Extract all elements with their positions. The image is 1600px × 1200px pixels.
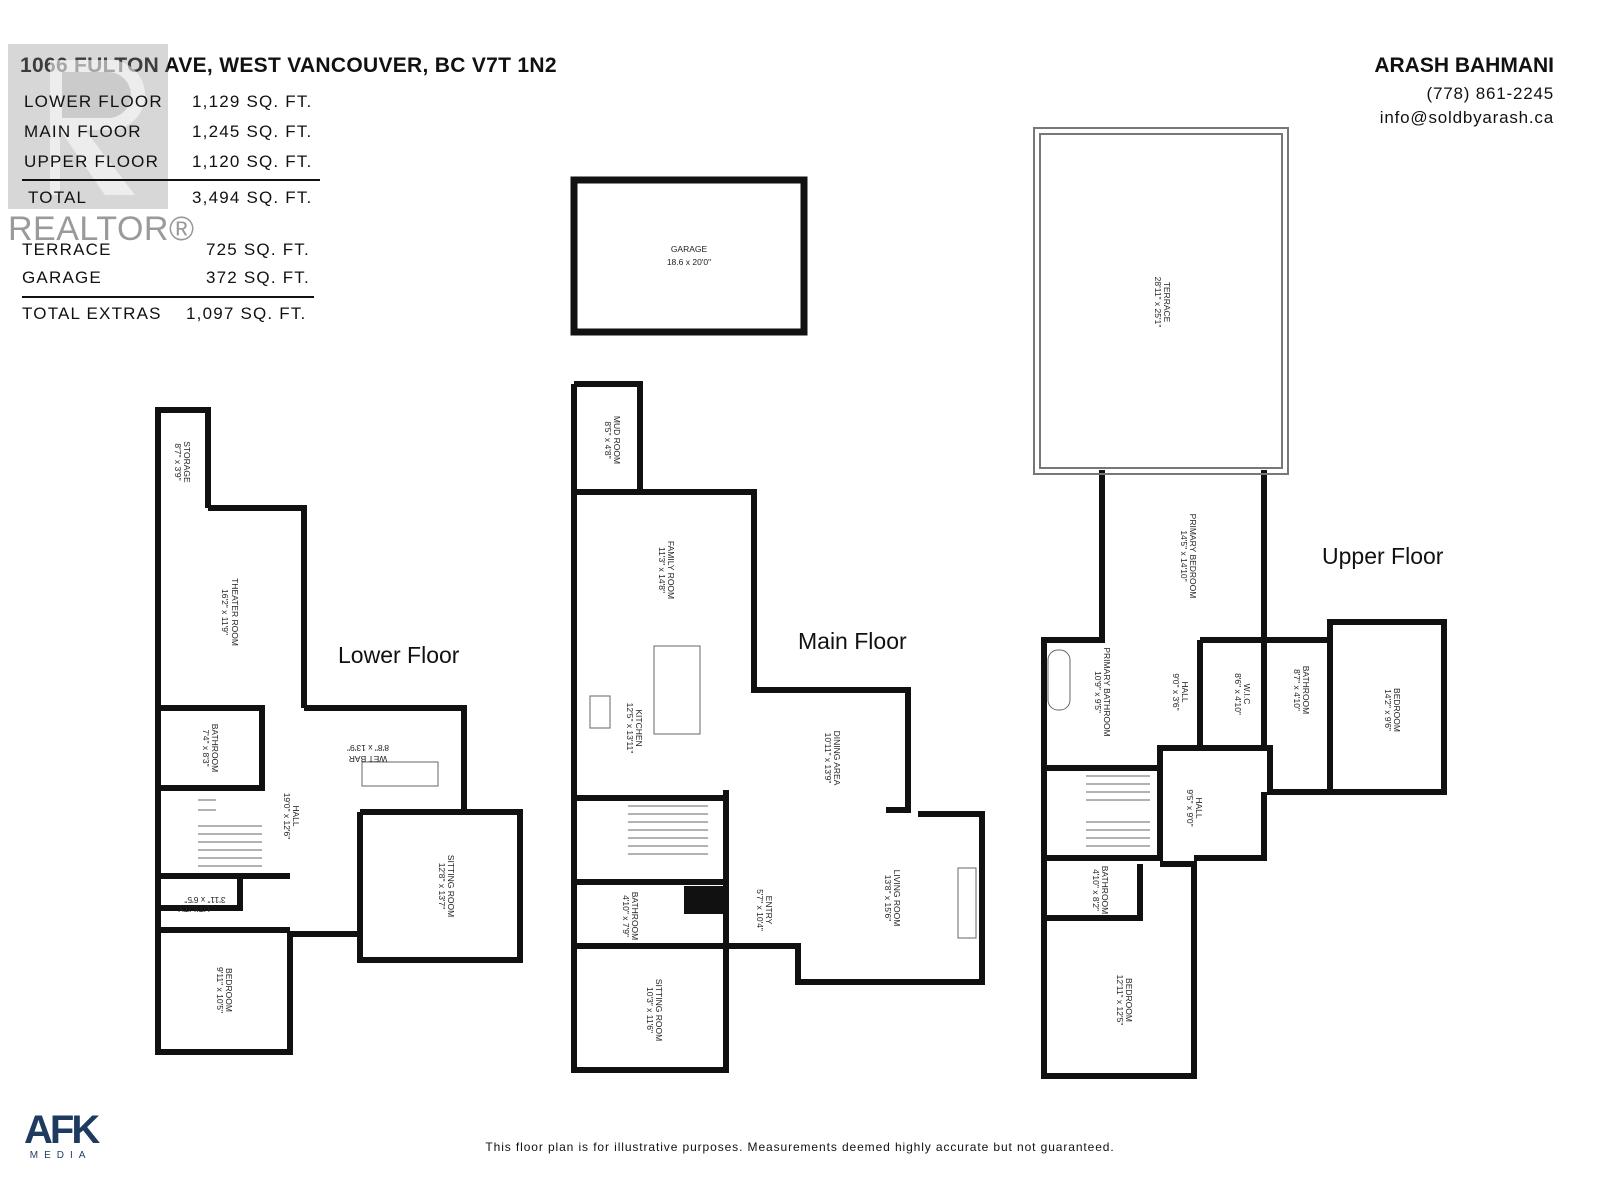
wet-bar-counter <box>361 761 439 787</box>
room-storage-name: STORAGE <box>182 441 192 483</box>
room-dining-name: DINING AREA <box>832 731 842 786</box>
area-label: TOTAL EXTRAS <box>22 304 162 323</box>
lower-floor-plan <box>155 407 523 1055</box>
room-garage-dims: 18.6 x 20'0" <box>667 257 711 267</box>
stairs-and-fixtures <box>198 645 1150 939</box>
lower-stairs <box>198 799 262 867</box>
stove <box>589 695 611 729</box>
area-value: 1,097 SQ. FT. <box>186 304 307 323</box>
agent-phone: (778) 861-2245 <box>1426 84 1554 103</box>
upper-floor-plan <box>1041 470 1447 1079</box>
terrace-outline <box>1033 127 1289 475</box>
fireplace <box>957 867 977 939</box>
room-dining-dims: 10'11" x 13'9" <box>823 733 833 784</box>
room-upper-bath1-name: BATHROOM <box>1301 666 1311 714</box>
room-upper-bath2-name: BATHROOM <box>1100 866 1110 914</box>
logo-main-text: AFK <box>24 1108 100 1152</box>
room-lower-sitting-dims: 12'8" x 13'7" <box>437 863 447 910</box>
room-theater-dims: 16'2" x 11'9" <box>220 589 230 635</box>
logo-sub-text: MEDIA <box>29 1150 92 1161</box>
disclaimer: This floor plan is for illustrative purp… <box>485 1140 1115 1154</box>
bathtub <box>1047 649 1071 711</box>
room-upper-bath2-dims: 4'10" x 8'2" <box>1091 869 1101 911</box>
room-entry-dims: 5'7" x 10'4" <box>755 889 765 931</box>
agent-name: ARASH BAHMANI <box>1374 54 1554 77</box>
area-value: 372 SQ. FT. <box>206 268 310 287</box>
room-terrace-dims: 28'11" x 25'1" <box>1153 277 1163 328</box>
agent-email: info@soldbyarash.ca <box>1379 108 1554 127</box>
divider <box>22 179 320 181</box>
area-label: TOTAL <box>28 188 88 207</box>
room-lower-hall-name: HALL <box>291 805 301 827</box>
upper-stairs <box>1086 775 1150 847</box>
room-lower-bedroom-name: BEDROOM <box>224 968 234 1012</box>
room-living-dims: 13'8" x 15'6" <box>883 875 893 922</box>
realtor-r-icon <box>50 60 145 195</box>
room-terrace-name: TERRACE <box>1162 282 1172 323</box>
main-floor-label: Main Floor <box>798 628 907 654</box>
area-value: 725 SQ. FT. <box>206 240 310 259</box>
room-upper-bed1-dims: 14'2" x 9'6" <box>1383 689 1393 731</box>
area-label: UPPER FLOOR <box>24 152 160 171</box>
room-garage-name: GARAGE <box>671 244 708 254</box>
room-utility-name: UTILITY <box>178 904 210 914</box>
room-primary-bedroom-name: PRIMARY BEDROOM <box>1188 514 1198 599</box>
room-theater-name: THEATER ROOM <box>230 578 240 646</box>
room-main-sitting-dims: 10'3" x 11'6" <box>645 987 655 1033</box>
realtor-wordmark: REALTOR® <box>8 210 195 248</box>
room-family-room-dims: 11'3" x 14'8" <box>657 547 667 593</box>
room-wic-name: W.I.C <box>1242 684 1252 705</box>
area-label: GARAGE <box>22 268 102 287</box>
room-upper-bath1-dims: 8'7" x 4'10" <box>1292 669 1302 711</box>
area-value: 1,245 SQ. FT. <box>192 122 313 141</box>
room-primary-bath-dims: 10'9" x 9'5" <box>1093 671 1103 713</box>
room-lower-bedroom-dims: 9'11" x 10'5" <box>215 967 225 1013</box>
room-lower-sitting-name: SITTING ROOM <box>446 855 456 917</box>
room-upper-bed2-name: BEDROOM <box>1124 978 1134 1022</box>
divider <box>22 296 314 298</box>
area-value: 3,494 SQ. FT. <box>192 188 313 207</box>
room-upper-hall1-dims: 9'0" x 3'6" <box>1171 673 1181 710</box>
room-lower-bath-dims: 7'4" x 8'3" <box>201 729 211 766</box>
room-mud-room-name: MUD ROOM <box>612 416 622 464</box>
area-value: 1,120 SQ. FT. <box>192 152 313 171</box>
room-lower-bath-name: BATHROOM <box>210 724 220 772</box>
room-upper-hall2-name: HALL <box>1194 797 1204 819</box>
room-upper-bed2-dims: 12'11" x 12'5" <box>1115 975 1125 1026</box>
main-stairs <box>628 805 708 855</box>
room-primary-bath-name: PRIMARY BATHROOM <box>1102 647 1112 736</box>
room-mud-room-dims: 8'5" x 4'8" <box>603 421 613 458</box>
room-main-sitting-name: SITTING ROOM <box>654 979 664 1041</box>
property-address: 1066 FULTON AVE, WEST VANCOUVER, BC V7T … <box>20 54 557 77</box>
room-utility-dims: 3'11" x 6'5" <box>184 895 225 905</box>
room-primary-bedroom-dims: 14'5" x 14'10" <box>1179 530 1189 581</box>
main-floor-plan <box>570 176 985 1073</box>
room-lower-hall-dims: 19'0" x 12'6" <box>282 793 292 840</box>
area-value: 1,129 SQ. FT. <box>192 92 313 111</box>
room-upper-hall1-name: HALL <box>1180 681 1190 703</box>
room-wic-dims: 8'6" x 4'10" <box>1233 673 1243 715</box>
room-upper-bed1-name: BEDROOM <box>1392 688 1402 732</box>
room-kitchen-name: KITCHEN <box>634 709 644 746</box>
room-family-room-name: FAMILY ROOM <box>666 541 676 599</box>
room-main-bath-name: BATHROOM <box>630 892 640 940</box>
room-main-bath-dims: 4'10" x 7'9" <box>621 895 631 937</box>
kitchen-island <box>653 645 701 735</box>
room-upper-hall2-dims: 9'5" x 9'0" <box>1185 789 1195 826</box>
room-wet-bar-name: WET BAR <box>349 754 388 764</box>
lower-floor-label: Lower Floor <box>338 642 460 668</box>
area-label: MAIN FLOOR <box>24 122 142 141</box>
area-label: LOWER FLOOR <box>24 92 163 111</box>
stair-void <box>684 886 726 914</box>
room-entry-name: ENTRY <box>764 896 774 925</box>
room-kitchen-dims: 12'5" x 13'11" <box>625 703 635 754</box>
upper-floor-label: Upper Floor <box>1322 543 1444 569</box>
room-living-name: LIVING ROOM <box>892 870 902 927</box>
area-label: TERRACE <box>22 240 112 259</box>
room-wet-bar-dims: 8'8" x 13'9" <box>347 743 389 753</box>
room-storage-dims: 8'7" x 3'9" <box>173 443 183 480</box>
afk-media-logo: AFK MEDIA <box>24 1108 100 1161</box>
